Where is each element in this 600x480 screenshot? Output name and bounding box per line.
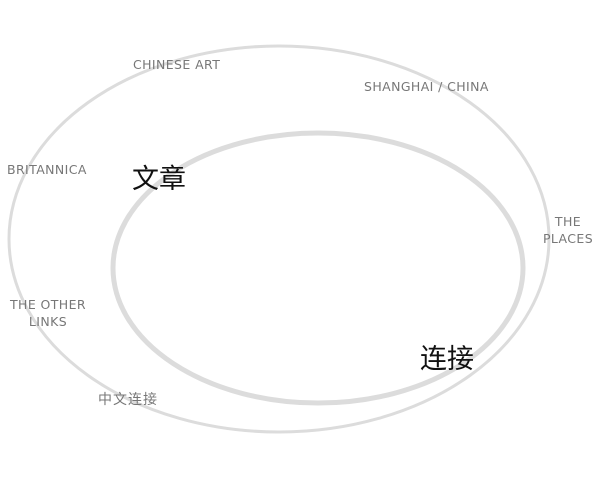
the-places-link[interactable]: THE PLACES (538, 213, 598, 247)
outer-ring (7, 44, 551, 434)
the-other-links-link[interactable]: THE OTHER LINKS (3, 296, 93, 330)
the-other-links-line-1: THE OTHER (10, 297, 86, 312)
the-places-line-2: PLACES (542, 231, 594, 246)
chinese-links-link[interactable]: 中文连接 (98, 392, 158, 408)
articles-link[interactable]: 文章 (132, 164, 186, 195)
links-link[interactable]: 连接 (420, 344, 474, 375)
chinese-art-link[interactable]: CHINESE ART (133, 57, 221, 72)
inner-ring (110, 130, 526, 406)
britannica-link[interactable]: BRITANNICA (7, 162, 87, 177)
shanghai-china-link[interactable]: SHANGHAI / CHINA (364, 79, 489, 94)
the-places-line-1: THE (554, 214, 582, 229)
the-other-links-line-2: LINKS (28, 314, 68, 329)
